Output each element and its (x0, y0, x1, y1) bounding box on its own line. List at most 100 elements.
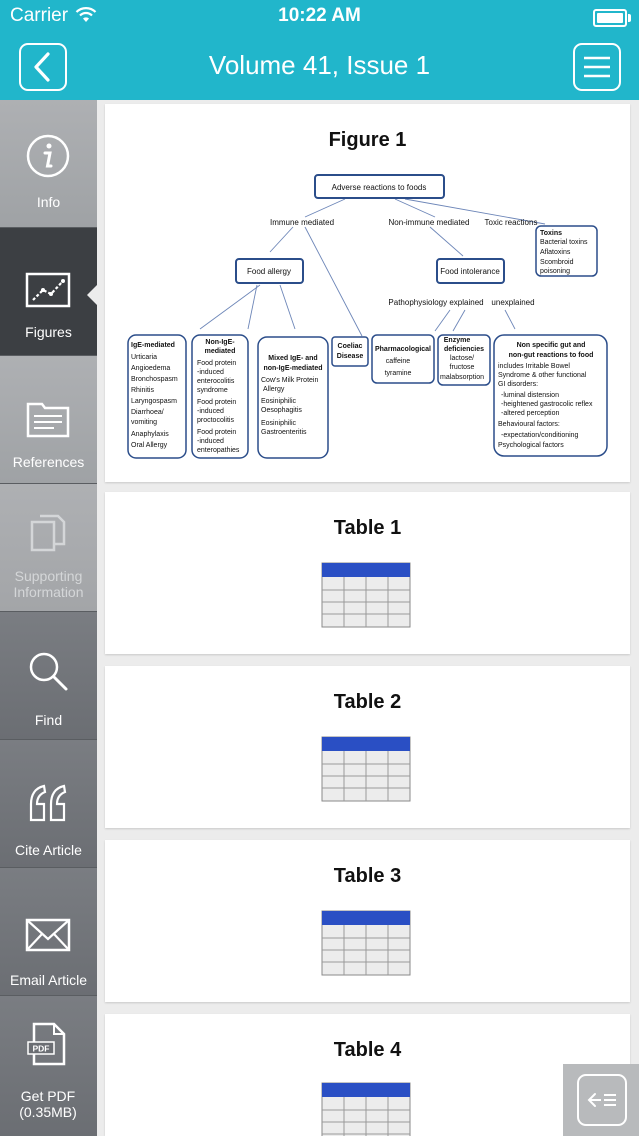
sidebar-item-label: Cite Article (15, 842, 82, 858)
figure-branch-nonimmune: Non-immune mediated (389, 218, 470, 227)
figure-text: Non-IgE- (205, 339, 235, 346)
figure-text: Oesophagitis (261, 407, 302, 414)
figure-text: non-IgE-mediated (263, 365, 322, 372)
figure-text: Bronchospasm (131, 376, 178, 383)
sidebar-item-references[interactable]: References (0, 356, 97, 484)
table-card-3[interactable]: Table 3 (105, 840, 630, 1002)
sidebar-item-supporting-information: Supporting Information (0, 484, 97, 612)
table-title: Table 3 (333, 865, 402, 887)
sidebar: Info Figures References Supporting Infor… (0, 100, 98, 1136)
figure-text: IgE-mediated (131, 342, 175, 349)
collapse-button-frame (577, 1074, 627, 1126)
figure-text: syndrome (197, 387, 228, 394)
figure-text: enteropathies (197, 447, 240, 454)
figure-text: GI disorders: (498, 381, 538, 388)
chart-icon (25, 272, 71, 308)
figure-text: Food protein (197, 399, 236, 406)
figure-text: Gastroenteritis (261, 429, 307, 436)
sidebar-item-label: Info (36, 194, 61, 210)
figure-text: Psychological factors (498, 442, 564, 449)
figure-text: Allergy (263, 386, 285, 393)
figure-text: Toxins (540, 230, 562, 237)
figure-text: Cow's Milk Protein (261, 377, 318, 384)
table-icon (321, 562, 411, 628)
figure-text: deficiencies (444, 346, 484, 353)
figure-text: Anaphylaxis (131, 431, 169, 438)
status-time: 10:22 AM (278, 5, 361, 26)
figure-text: Coeliac (338, 343, 363, 350)
figure-text: enterocolitis (197, 378, 235, 385)
figure-text: Oral Allergy (131, 442, 168, 449)
figure-unexplained: unexplained (491, 298, 534, 307)
table-icon (321, 910, 411, 976)
collapse-sidebar-icon (587, 1093, 616, 1107)
figure-text: -altered perception (501, 410, 559, 417)
figure-text: Eosiniphilic (261, 398, 297, 405)
battery-icon (593, 9, 631, 27)
search-icon (29, 652, 68, 691)
status-bar: Carrier 10:22 AM (0, 0, 639, 34)
figure-text: proctocolitis (197, 417, 234, 424)
info-icon (26, 134, 70, 178)
pdf-icon: PDF (27, 1022, 66, 1066)
figure-patho-explained: Pathophysiology explained (388, 298, 483, 307)
table-card-2[interactable]: Table 2 (105, 666, 630, 828)
figure-text: -induced (197, 408, 224, 415)
figure-branch-immune: Immune mediated (270, 218, 334, 227)
figure-text: tyramine (385, 370, 412, 377)
figure-text: Non specific gut and (517, 342, 586, 349)
figure-text: Eosiniphilic (261, 420, 297, 427)
documents-icon (30, 514, 66, 552)
figure-text: -expectation/conditioning (501, 432, 579, 439)
folder-list-icon (26, 402, 70, 438)
figure-text: Rhinitis (131, 387, 154, 394)
figure-text: Aflatoxins (540, 249, 571, 256)
back-button[interactable] (19, 43, 67, 91)
figure-diagram: Adverse reactions to foods Immune mediat… (127, 174, 608, 459)
figure-text: non-gut reactions to food (509, 352, 594, 359)
figure-text: lactose/ (450, 355, 474, 362)
sidebar-item-label: Figures (25, 324, 72, 340)
figure-text: malabsorption (440, 374, 484, 381)
sidebar-item-label: References (12, 454, 85, 470)
figure-text: -heightened gastrocolic reflex (501, 401, 593, 408)
figure-text: Urticaria (131, 354, 157, 361)
page-title: Volume 41, Issue 1 (208, 50, 431, 80)
figure-food-intolerance: Food intolerance (440, 267, 500, 276)
sidebar-item-label: Email Article (9, 972, 88, 988)
table-card-1[interactable]: Table 1 (105, 492, 630, 654)
figure-text: Angioedema (131, 365, 170, 372)
sidebar-item-get-pdf[interactable]: PDF Get PDF (0.35MB) (0, 996, 97, 1136)
figure-text: -induced (197, 369, 224, 376)
table-card-4[interactable]: Table 4 (105, 1014, 630, 1136)
sidebar-item-label: Find (34, 712, 63, 728)
sidebar-item-label: Supporting Information (13, 568, 84, 600)
figure-text: Food protein (197, 360, 236, 367)
figure-text: -induced (197, 438, 224, 445)
figure-text: fructose (450, 364, 475, 371)
figure-text: Enzyme (444, 337, 471, 344)
sidebar-item-find[interactable]: Find (0, 612, 97, 740)
figure-text: includes Irritable Bowel (498, 363, 570, 370)
figure-text: -luminal distension (501, 392, 559, 399)
figure-text: Scombroid (540, 259, 574, 266)
figure-text: Diarrhoea/ (131, 409, 164, 416)
sidebar-item-figures[interactable]: Figures (0, 228, 97, 356)
collapse-sidebar-button[interactable] (563, 1064, 639, 1136)
figure-text: Behavioural factors: (498, 421, 560, 428)
wifi-icon (75, 7, 97, 22)
figure-text: Bacterial toxins (540, 239, 588, 246)
table-title: Table 4 (333, 1039, 402, 1061)
sidebar-item-info[interactable]: Info (0, 100, 97, 228)
hamburger-menu-icon (584, 56, 610, 78)
figure-card[interactable]: Figure 1 (105, 104, 630, 482)
table-icon (321, 1082, 411, 1136)
quote-icon (29, 784, 67, 822)
table-icon (321, 736, 411, 802)
menu-button[interactable] (573, 43, 621, 91)
sidebar-item-email-article[interactable]: Email Article (0, 868, 97, 996)
figure-text: caffeine (386, 358, 410, 365)
figure-text: vomiting (131, 419, 157, 426)
sidebar-item-cite-article[interactable]: Cite Article (0, 740, 97, 868)
chevron-left-icon (34, 52, 50, 82)
